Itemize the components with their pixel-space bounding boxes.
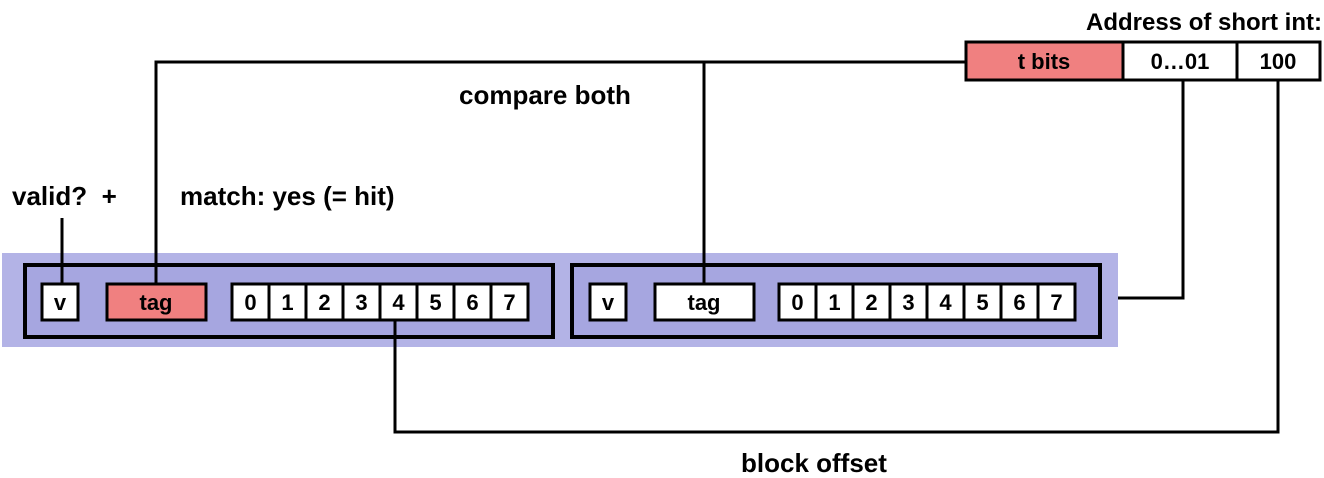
address-index-field-label: 0…01	[1151, 49, 1210, 74]
set-index-connector	[1118, 80, 1185, 300]
valid-bit-label: v	[54, 290, 67, 315]
byte-label: 4	[392, 290, 405, 315]
byte-box	[999, 282, 1040, 322]
block-offset-label: block offset	[741, 448, 887, 478]
block-offset-connector	[393, 80, 1280, 434]
valid-check-label: valid? +	[12, 181, 117, 211]
byte-label: 2	[865, 290, 877, 315]
byte-label: 4	[939, 290, 952, 315]
connector-lines	[60, 60, 1280, 434]
valid-bit-box	[40, 282, 80, 322]
valid-bit-box	[588, 282, 628, 322]
byte-label: 7	[503, 290, 515, 315]
byte-box	[452, 282, 493, 322]
tag-label: tag	[688, 290, 721, 315]
valid-bit-label: v	[602, 290, 615, 315]
byte-box	[814, 282, 855, 322]
address-title: Address of short int:	[1086, 9, 1322, 36]
byte-label: 3	[355, 290, 367, 315]
byte-label: 6	[466, 290, 478, 315]
byte-label: 7	[1050, 290, 1062, 315]
byte-label: 3	[902, 290, 914, 315]
byte-label: 0	[791, 290, 803, 315]
address-offset-field-label: 100	[1260, 49, 1297, 74]
byte-box	[489, 282, 530, 322]
byte-box	[888, 282, 929, 322]
byte-label: 6	[1013, 290, 1025, 315]
match-label: match: yes (= hit)	[180, 181, 395, 211]
byte-box	[851, 282, 892, 322]
tag-box-highlighted	[105, 282, 208, 322]
byte-box	[1036, 282, 1077, 322]
tag-label: tag	[140, 290, 173, 315]
byte-label: 1	[828, 290, 840, 315]
byte-box	[777, 282, 818, 322]
byte-box	[304, 282, 345, 322]
byte-label: 5	[429, 290, 441, 315]
byte-label: 5	[976, 290, 988, 315]
byte-box	[925, 282, 966, 322]
byte-label: 1	[281, 290, 293, 315]
address-offset-field	[1235, 40, 1322, 82]
address-tag-field-label: t bits	[1018, 49, 1071, 74]
byte-box	[378, 282, 419, 322]
compare-both-label: compare both	[459, 80, 631, 110]
tag-compare-connector	[154, 60, 966, 284]
byte-box	[267, 282, 308, 322]
byte-label: 0	[244, 290, 256, 315]
byte-label: 2	[318, 290, 330, 315]
